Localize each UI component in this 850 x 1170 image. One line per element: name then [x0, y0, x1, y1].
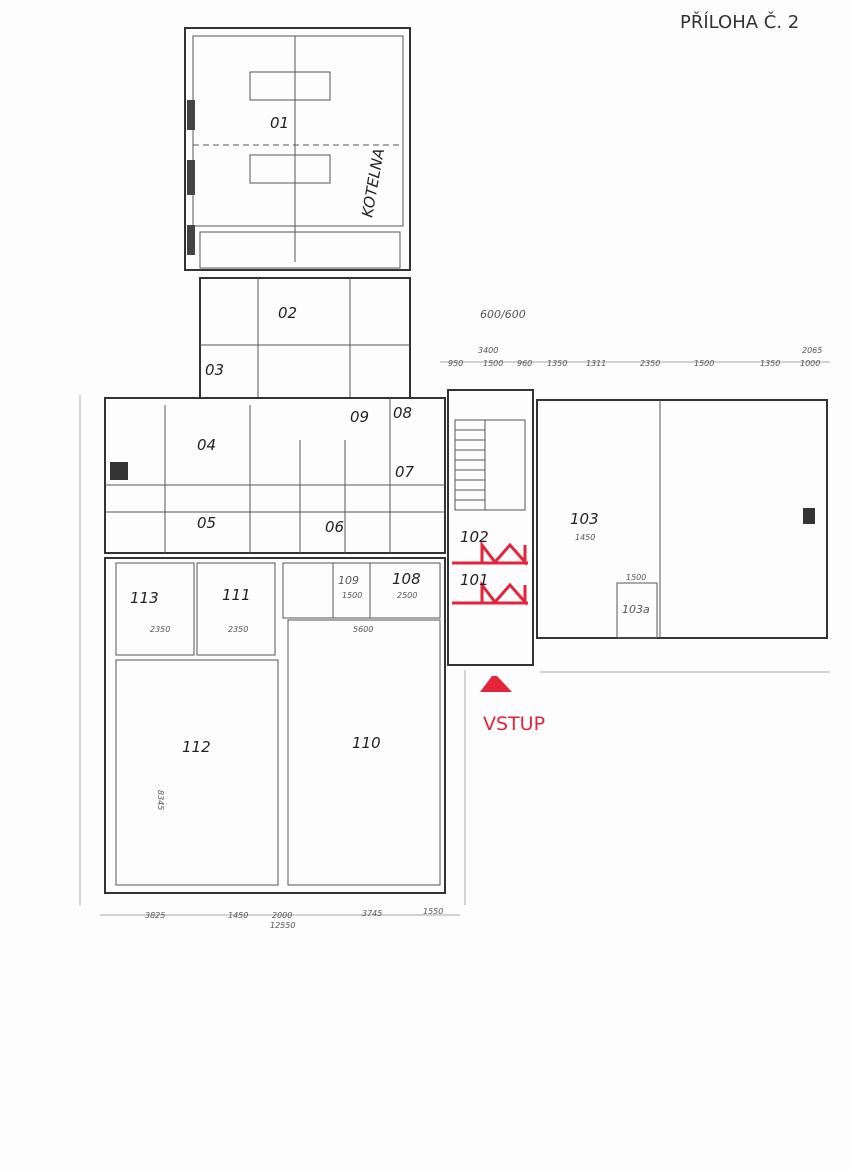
top-dimensions: 3400 950 1500 960 1350 1311 2350 1500 13…	[448, 346, 822, 368]
dim-103: 1450	[575, 533, 595, 542]
bottom-dimensions: 3825 1450 2000 12550 3745 1550	[145, 907, 443, 930]
dim-108: 2500	[397, 591, 417, 600]
dim-109: 1500	[342, 591, 362, 600]
dim-top: 2065	[802, 346, 822, 355]
dim-top: 950	[448, 359, 463, 368]
dimension-lines	[79, 361, 830, 916]
note-label: 600/600	[480, 308, 526, 321]
room-110: 110	[352, 734, 381, 752]
attachment-title: PŘÍLOHA Č. 2	[680, 11, 799, 33]
room-102: 102	[460, 528, 489, 546]
boiler-room-block	[184, 27, 411, 271]
stair-markers-red	[452, 540, 528, 606]
dim-bottom: 1450	[228, 911, 248, 920]
dim-111: 2350	[228, 625, 248, 634]
room-101: 101	[460, 571, 489, 589]
room-108: 108	[392, 570, 421, 588]
dim-bottom: 12550	[270, 921, 295, 930]
room-05: 05	[197, 514, 216, 532]
room-01: 01	[270, 114, 289, 132]
room-07: 07	[395, 463, 415, 481]
dim-top: 960	[517, 359, 532, 368]
room-04: 04	[197, 436, 216, 454]
entrance-label: VSTUP	[483, 713, 545, 735]
dim-bottom: 2000	[272, 911, 292, 920]
dim-bottom: 1550	[423, 907, 443, 916]
room-103a: 103a	[622, 603, 650, 616]
dim-113: 2350	[150, 625, 170, 634]
dim-top: 1350	[547, 359, 567, 368]
boiler-room-label: KOTELNA	[358, 147, 388, 219]
room-103: 103	[570, 510, 599, 528]
dim-top: 1500	[483, 359, 503, 368]
dim-top: 3400	[478, 346, 498, 355]
dim-top: 1500	[694, 359, 714, 368]
dim-103a: 1500	[626, 573, 646, 582]
dim-top: 1311	[586, 359, 606, 368]
room-113: 113	[130, 589, 159, 607]
room-103-block	[536, 399, 828, 639]
stair-block	[447, 389, 534, 666]
dim-top: 2350	[640, 359, 660, 368]
dim-top: 1000	[800, 359, 820, 368]
room-111: 111	[222, 586, 251, 604]
room-06: 06	[325, 518, 344, 536]
entrance-arrow-icon	[480, 676, 512, 692]
lower-block	[104, 557, 446, 894]
dim-bottom: 3745	[362, 909, 382, 918]
middle-block	[104, 277, 446, 554]
dim-110: 5600	[353, 625, 373, 634]
room-03: 03	[205, 361, 224, 379]
dim-112: 8345	[156, 790, 165, 810]
room-109: 109	[338, 574, 359, 587]
room-02: 02	[278, 304, 297, 322]
dim-top: 1350	[760, 359, 780, 368]
room-112: 112	[182, 738, 211, 756]
dim-bottom: 3825	[145, 911, 165, 920]
room-08: 08	[393, 404, 412, 422]
room-09: 09	[350, 408, 369, 426]
